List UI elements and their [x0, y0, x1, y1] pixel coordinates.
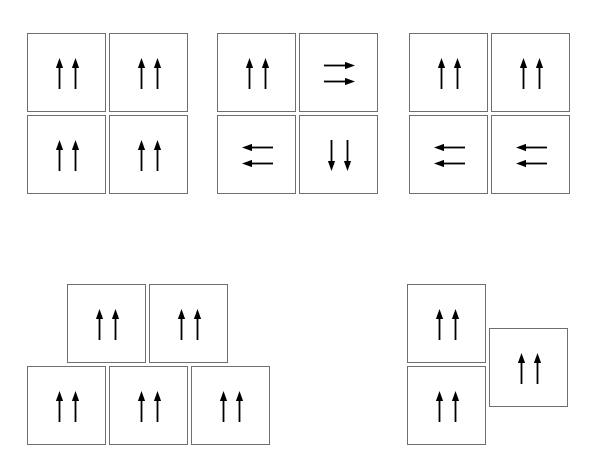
tile-group-2 [217, 33, 379, 195]
arrow-icon [95, 309, 104, 340]
tile [149, 284, 228, 363]
arrow-icon [71, 391, 80, 422]
arrow-icon [55, 58, 64, 89]
arrow-icon [516, 143, 547, 152]
arrow-icon [111, 309, 120, 340]
arrow-icon [435, 391, 444, 422]
tile [409, 115, 488, 194]
arrow-icon [71, 58, 80, 89]
arrow-icon [324, 61, 355, 70]
arrow-icon [517, 353, 526, 384]
arrow-pair-icon [137, 391, 162, 422]
arrow-icon [516, 159, 547, 168]
arrow-icon [451, 309, 460, 340]
tile-group-5 [407, 284, 569, 446]
tile [109, 366, 188, 445]
arrow-pair-icon [242, 143, 273, 168]
arrow-pair-icon [434, 143, 465, 168]
arrow-pair-icon [55, 140, 80, 171]
arrow-icon [343, 140, 352, 171]
tile [109, 115, 188, 194]
tile [27, 33, 106, 112]
arrow-icon [453, 58, 462, 89]
arrow-pair-icon [517, 353, 542, 384]
arrow-icon [535, 58, 544, 89]
arrow-icon [261, 58, 270, 89]
arrow-icon [153, 391, 162, 422]
arrow-icon [242, 159, 273, 168]
arrow-icon [533, 353, 542, 384]
tile [489, 328, 568, 407]
arrow-icon [137, 140, 146, 171]
arrow-pair-icon [245, 58, 270, 89]
arrow-pair-icon [327, 140, 352, 171]
tile [191, 366, 270, 445]
arrow-icon [435, 309, 444, 340]
tile [409, 33, 488, 112]
tile [491, 115, 570, 194]
arrow-icon [153, 140, 162, 171]
tile [217, 115, 296, 194]
arrow-pair-icon [177, 309, 202, 340]
arrow-icon [153, 58, 162, 89]
arrow-icon [519, 58, 528, 89]
arrow-icon [193, 309, 202, 340]
tile [299, 33, 378, 112]
arrow-icon [434, 159, 465, 168]
tile [299, 115, 378, 194]
arrow-pair-icon [55, 391, 80, 422]
arrow-icon [245, 58, 254, 89]
tile [109, 33, 188, 112]
arrow-icon [71, 140, 80, 171]
tile [67, 284, 146, 363]
arrow-pair-icon [95, 309, 120, 340]
tile [407, 366, 486, 445]
tile [27, 366, 106, 445]
tile [407, 284, 486, 363]
arrow-icon [327, 140, 336, 171]
tile-group-1 [27, 33, 189, 195]
arrow-icon [55, 140, 64, 171]
arrow-icon [434, 143, 465, 152]
arrow-pair-icon [519, 58, 544, 89]
arrow-icon [137, 58, 146, 89]
arrow-icon [137, 391, 146, 422]
arrow-pair-icon [437, 58, 462, 89]
tile-group-3 [409, 33, 571, 195]
tile [217, 33, 296, 112]
arrow-icon [219, 391, 228, 422]
arrow-pair-icon [324, 61, 355, 86]
arrow-pair-icon [516, 143, 547, 168]
arrow-pair-icon [137, 58, 162, 89]
arrow-icon [324, 77, 355, 86]
tile [491, 33, 570, 112]
arrow-icon [235, 391, 244, 422]
arrow-pair-icon [55, 58, 80, 89]
tile-group-4 [27, 284, 271, 446]
tile [27, 115, 106, 194]
arrow-icon [437, 58, 446, 89]
arrow-icon [451, 391, 460, 422]
arrow-pair-icon [137, 140, 162, 171]
arrow-pair-icon [219, 391, 244, 422]
arrow-icon [242, 143, 273, 152]
arrow-pair-icon [435, 309, 460, 340]
arrow-icon [177, 309, 186, 340]
arrow-icon [55, 391, 64, 422]
arrow-pair-icon [435, 391, 460, 422]
